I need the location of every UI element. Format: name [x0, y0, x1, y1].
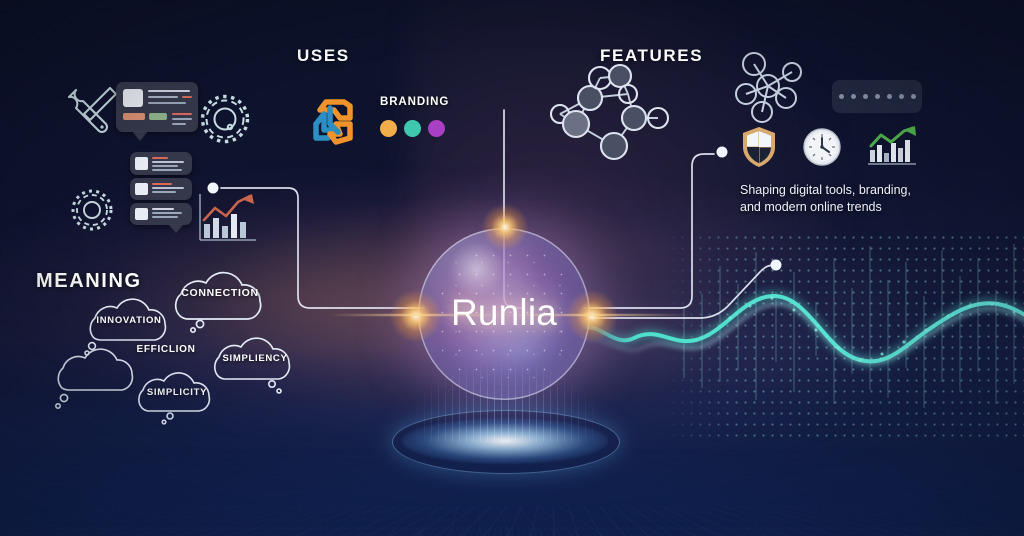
vignette-overlay [0, 0, 1024, 536]
infographic-canvas: Runlia USES FEATURES MEANING [0, 0, 1024, 536]
